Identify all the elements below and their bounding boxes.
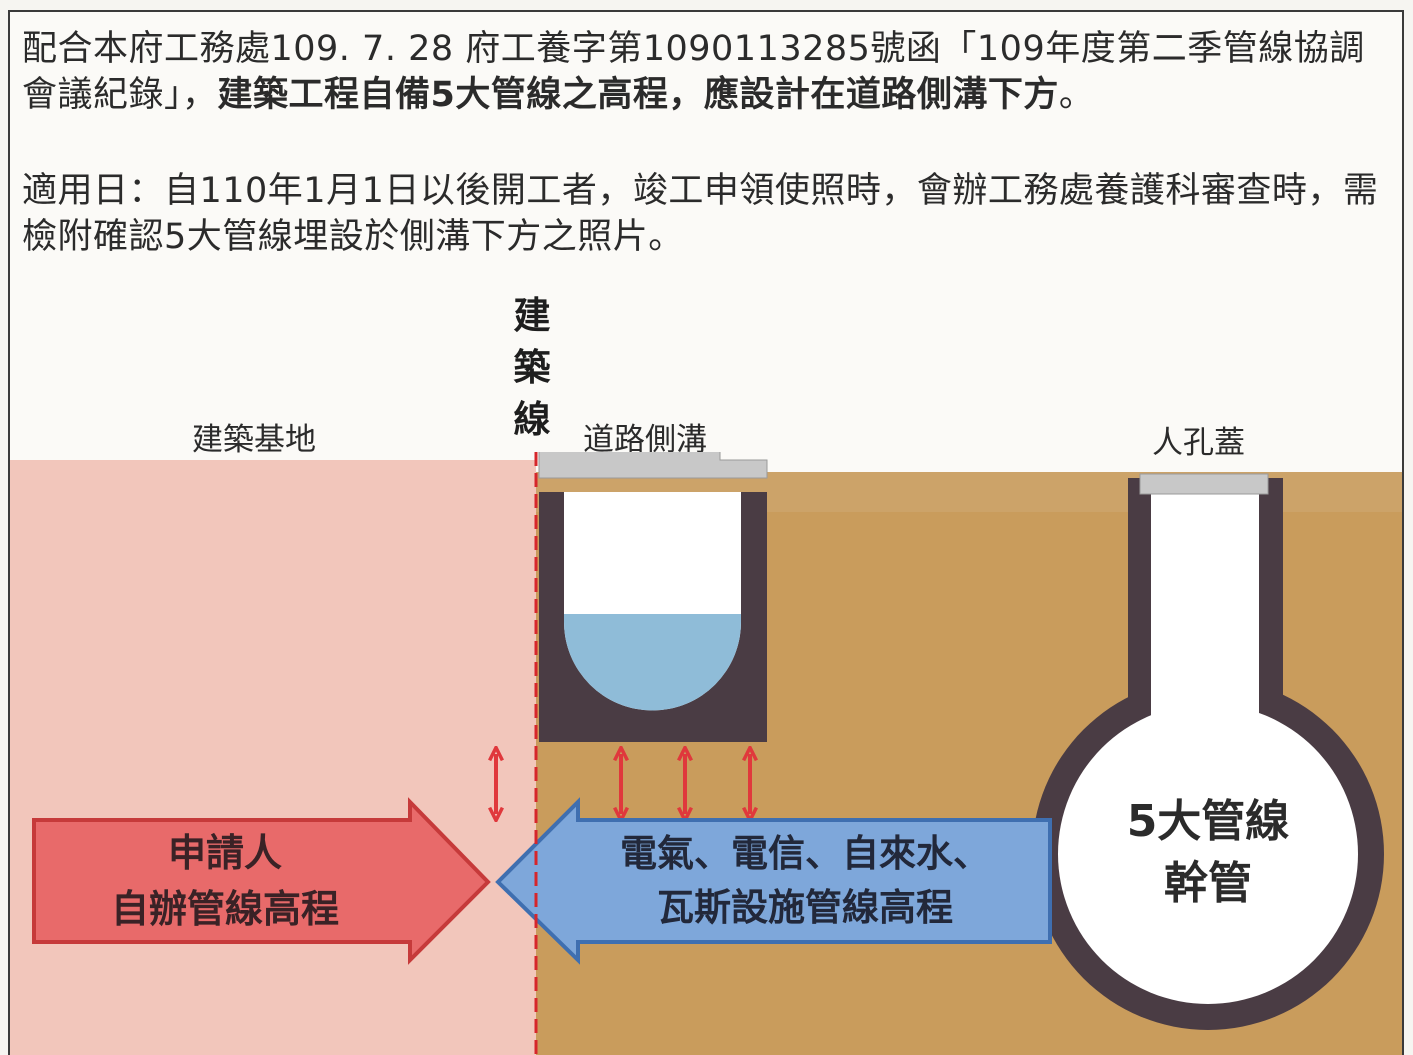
notice-emphasis: 建築工程自備5大管線之高程，應設計在道路側溝下方	[217, 75, 1059, 115]
applicant-arrow	[32, 797, 491, 965]
notice-end: 。	[1058, 75, 1095, 115]
notice-text: 配合本府工務處109. 7. 28 府工養字第1090113285號函「109年…	[22, 29, 1365, 115]
applicant-arrow-line1: 申請人	[168, 831, 282, 875]
applicant-arrow-line2: 自辦管線高程	[111, 887, 339, 931]
manhole-cover	[1139, 473, 1269, 495]
effective-date-paragraph: 適用日：自110年1月1日以後開工者，竣工申領使照時，會辦工務處養護科審查時，需…	[22, 171, 1379, 257]
building-site-label: 建築基地	[192, 422, 316, 458]
roadside-ditch	[538, 452, 768, 742]
utilities-arrow	[495, 797, 1052, 965]
utilities-arrow-line2: 瓦斯設施管線高程	[657, 886, 953, 929]
utilities-arrow-line1: 電氣、電信、自來水、	[620, 832, 990, 875]
main-pipe-interior	[1058, 704, 1358, 1004]
ditch-water	[564, 614, 742, 711]
building-site-zone	[10, 460, 536, 1055]
main-pipe-label-line2: 幹管	[1164, 858, 1252, 909]
main-pipe-label-line1: 5大管線	[1127, 796, 1290, 847]
building-line-label: 建築線	[513, 294, 551, 441]
notice-paragraph: 配合本府工務處109. 7. 28 府工養字第1090113285號函「109年…	[22, 26, 1392, 118]
document-frame: 配合本府工務處109. 7. 28 府工養字第1090113285號函「109年…	[8, 10, 1404, 1055]
pipeline-elevation-diagram: 申請人 自辦管線高程 電氣、電信、自來水、 瓦斯設施管線高程 5大管線 幹管	[10, 452, 1402, 1055]
manhole-cover-label: 人孔蓋	[1152, 425, 1245, 461]
ditch-cover	[538, 452, 768, 479]
manhole-shaft	[1032, 473, 1384, 1030]
